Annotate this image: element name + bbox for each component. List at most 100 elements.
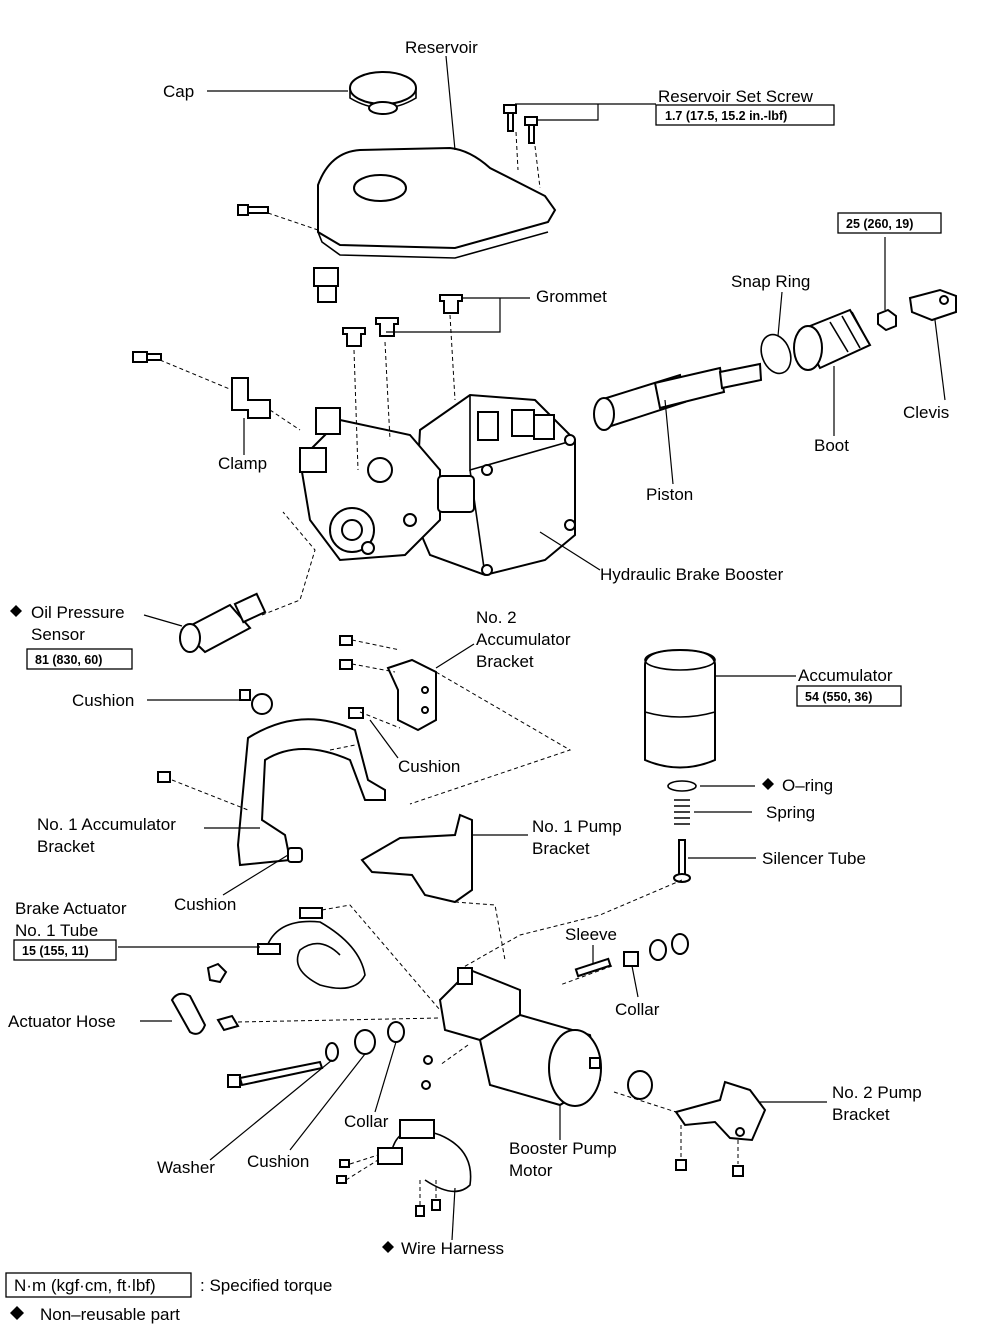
snap-ring-part xyxy=(760,333,792,375)
diamond-icon xyxy=(762,778,774,790)
collar-part-left xyxy=(387,1021,405,1043)
torque-reservoir-screw: 1.7 (17.5, 15.2 in.-lbf) xyxy=(665,109,787,123)
label-clamp: Clamp xyxy=(218,454,267,473)
hose-clip-part xyxy=(206,962,228,984)
wire-harness-part xyxy=(336,1119,472,1217)
label-boot: Boot xyxy=(814,436,849,455)
reservoir-connector xyxy=(313,267,339,303)
label-no2-pump-bracket-line2: Bracket xyxy=(832,1105,890,1124)
label-cushion-c: Cushion xyxy=(174,895,236,914)
label-piston: Piston xyxy=(646,485,693,504)
label-cap: Cap xyxy=(163,82,194,101)
grommets xyxy=(342,294,463,347)
long-bolt-part xyxy=(227,1060,324,1088)
no1-accumulator-bracket-part xyxy=(157,718,386,867)
motor-mount-part xyxy=(627,1070,653,1100)
label-cushion-a: Cushion xyxy=(72,691,134,710)
label-no2-pump-bracket-line1: No. 2 Pump xyxy=(832,1083,922,1102)
label-collar-a: Collar xyxy=(615,1000,660,1019)
label-booster-pump-motor-line1: Booster Pump xyxy=(509,1139,617,1158)
label-no2-acc-bracket-line1: No. 2 xyxy=(476,608,517,627)
label-silencer-tube: Silencer Tube xyxy=(762,849,866,868)
label-no1-pump-bracket-line2: Bracket xyxy=(532,839,590,858)
label-snap-ring: Snap Ring xyxy=(731,272,810,291)
label-booster-pump-motor-line2: Motor xyxy=(509,1161,553,1180)
clevis-part xyxy=(908,288,957,322)
o-ring-part xyxy=(667,780,697,792)
no2-pump-bracket-part xyxy=(674,1080,767,1177)
hydraulic-brake-booster-part xyxy=(298,393,576,577)
accumulator-part xyxy=(644,648,716,769)
label-reservoir-set-screw: Reservoir Set Screw xyxy=(658,87,814,106)
label-brake-actuator-tube-line1: Brake Actuator xyxy=(15,899,127,918)
legend-torque-unit: N·m (kgf·cm, ft·lbf) xyxy=(14,1276,156,1295)
silencer-tube-part xyxy=(673,839,691,883)
label-reservoir: Reservoir xyxy=(405,38,478,57)
label-collar-b: Collar xyxy=(344,1112,389,1131)
label-brake-actuator-tube-line2: No. 1 Tube xyxy=(15,921,98,940)
torque-box-clevis-nut xyxy=(837,212,942,234)
label-oil-pressure: Oil Pressure xyxy=(31,603,125,622)
label-wire-harness: Wire Harness xyxy=(401,1239,504,1258)
torque-accumulator: 54 (550, 36) xyxy=(805,690,872,704)
legend-torque-text: : Specified torque xyxy=(200,1276,332,1295)
collar-part-right xyxy=(623,933,689,967)
torque-brake-actuator-tube: 15 (155, 11) xyxy=(22,944,89,958)
spring-part xyxy=(674,799,690,825)
no2-accumulator-bracket-part xyxy=(339,635,437,732)
washer-part xyxy=(325,1042,339,1062)
diamond-icon xyxy=(10,605,22,617)
booster-pump-motor-part xyxy=(421,967,602,1107)
label-cushion-b: Cushion xyxy=(398,757,460,776)
torque-box-brake-actuator-tube xyxy=(13,939,117,961)
torque-box-accumulator xyxy=(796,685,902,707)
legend: N·m (kgf·cm, ft·lbf) : Specified torque … xyxy=(5,1272,332,1324)
torque-clevis-nut: 25 (260, 19) xyxy=(846,217,913,231)
actuator-hose-part xyxy=(170,992,207,1035)
sleeve-part xyxy=(574,957,612,978)
reservoir-part xyxy=(317,146,557,259)
label-actuator-hose: Actuator Hose xyxy=(8,1012,116,1031)
brake-actuator-tube-part xyxy=(257,907,366,990)
diamond-icon xyxy=(382,1241,394,1253)
label-no2-acc-bracket-line2: Accumulator xyxy=(476,630,571,649)
cushion-part-bottom xyxy=(354,1029,376,1055)
leader-lines xyxy=(118,55,946,1241)
no1-pump-bracket-part xyxy=(360,813,473,904)
label-no1-acc-bracket-line1: No. 1 Accumulator xyxy=(37,815,176,834)
label-accumulator: Accumulator xyxy=(798,666,893,685)
label-washer: Washer xyxy=(157,1158,215,1177)
torque-boxes: 1.7 (17.5, 15.2 in.-lbf) 25 (260, 19) 81… xyxy=(13,104,942,961)
parts-artwork xyxy=(132,71,957,1217)
cushion-part-top xyxy=(239,689,273,715)
torque-box-reservoir-screw xyxy=(655,104,835,126)
label-oil-pressure-sensor: Sensor xyxy=(31,625,85,644)
alignment-lines xyxy=(159,131,739,1205)
label-o-ring: O–ring xyxy=(782,776,833,795)
label-spring: Spring xyxy=(766,803,815,822)
cap-part xyxy=(349,71,417,115)
label-clevis: Clevis xyxy=(903,403,949,422)
label-grommet: Grommet xyxy=(536,287,607,306)
clamp-part xyxy=(132,351,271,419)
legend-nonreusable-text: Non–reusable part xyxy=(40,1305,180,1324)
label-no2-acc-bracket-line3: Bracket xyxy=(476,652,534,671)
reservoir-screw xyxy=(237,204,269,216)
hose-clip-part-2 xyxy=(216,1014,240,1032)
clevis-nut-part xyxy=(877,308,897,332)
diamond-icon xyxy=(10,1306,24,1320)
piston-part xyxy=(593,362,763,431)
oil-pressure-sensor-part xyxy=(179,592,267,654)
non-reusable-markers xyxy=(10,605,774,1253)
label-no1-pump-bracket-line1: No. 1 Pump xyxy=(532,817,622,836)
label-cushion-d: Cushion xyxy=(247,1152,309,1171)
reservoir-set-screws xyxy=(503,104,538,144)
torque-box-oil-pressure-sensor xyxy=(26,648,133,670)
part-labels: Reservoir Cap Reservoir Set Screw Gromme… xyxy=(8,38,949,1258)
label-no1-acc-bracket-line2: Bracket xyxy=(37,837,95,856)
torque-oil-pressure-sensor: 81 (830, 60) xyxy=(35,653,102,667)
legend-torque-box xyxy=(5,1272,192,1298)
label-sleeve: Sleeve xyxy=(565,925,617,944)
